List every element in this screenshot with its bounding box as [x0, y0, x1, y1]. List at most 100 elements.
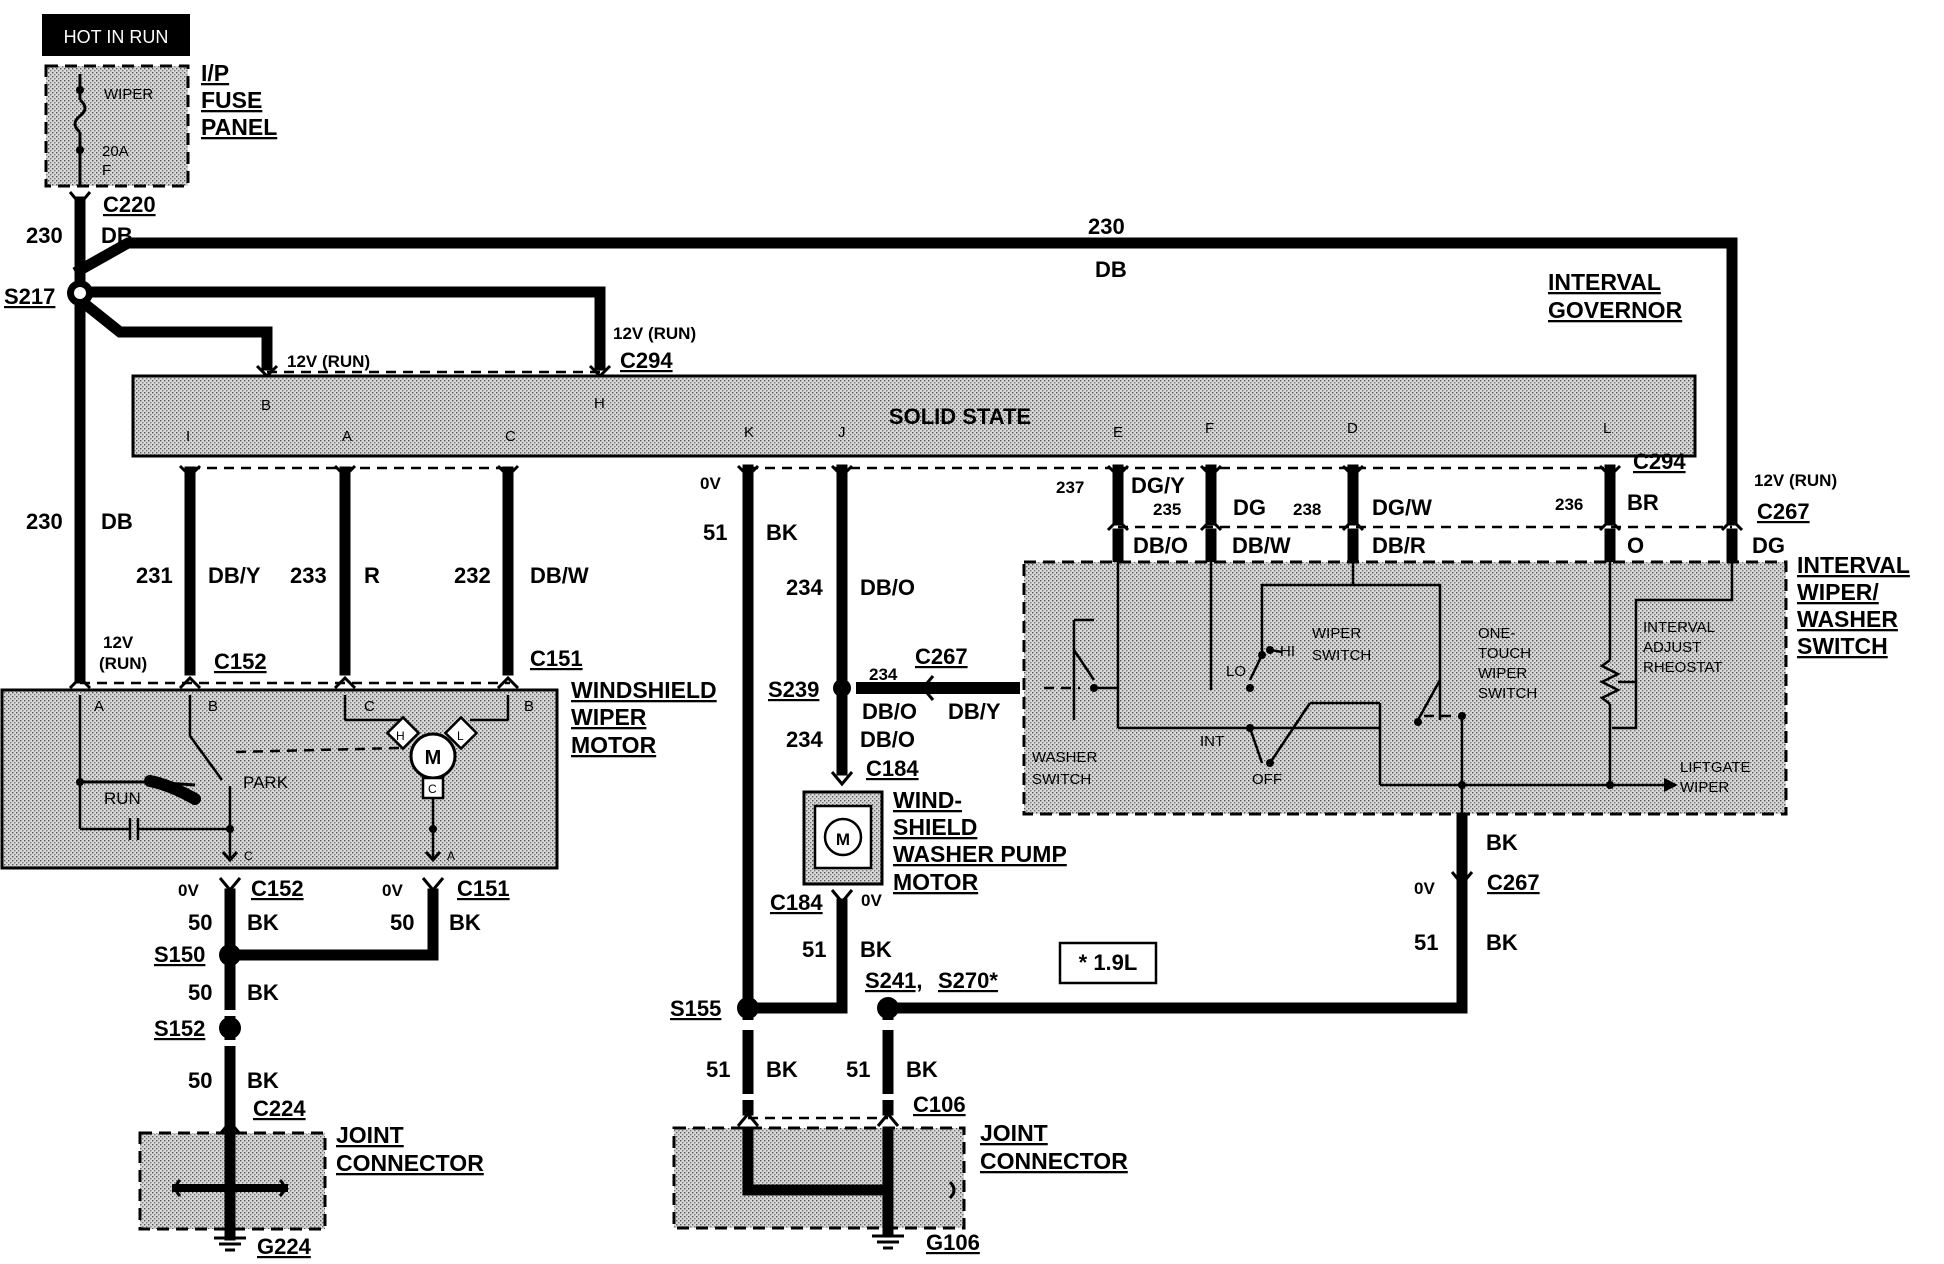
r-label: R [364, 563, 380, 588]
switch-title-3: WASHER [1797, 606, 1898, 632]
w51-label-b: 51 [802, 937, 826, 962]
pin-l: L [1603, 420, 1611, 437]
liftgate-1: LIFTGATE [1680, 759, 1751, 776]
dbo-label-a: DB/O [860, 575, 915, 600]
bk-label-g: BK [766, 1057, 798, 1082]
c267-bottom-label: C267 [1487, 870, 1540, 895]
dgw-label: DG/W [1372, 495, 1432, 520]
joint-center-2: CONNECTOR [980, 1148, 1128, 1174]
rheostat-3: RHEOSTAT [1643, 659, 1722, 676]
wiper-switch-2: SWITCH [1312, 647, 1371, 664]
w231-label: 231 [136, 563, 173, 588]
dby-label-a: DB/Y [208, 563, 261, 588]
wiper-switch-1: WIPER [1312, 625, 1361, 642]
splice-s239 [833, 679, 851, 697]
bk-label-j: BK [1486, 930, 1518, 955]
run-motor: (RUN) [99, 654, 147, 673]
one-touch-1: ONE- [1478, 625, 1516, 642]
motor-m: M [425, 747, 442, 769]
washer-switch-2: SWITCH [1032, 771, 1091, 788]
s241-label: S241, [865, 968, 923, 993]
w232-label: 232 [454, 563, 491, 588]
v12run-h: 12V (RUN) [613, 324, 696, 343]
w230-label-a: 230 [26, 223, 63, 248]
w51-label-a: 51 [703, 520, 727, 545]
pin-c: C [505, 428, 516, 445]
dbr-label: DB/R [1372, 533, 1426, 558]
pin-f: F [1205, 420, 1214, 437]
motor-pin-l: L [457, 729, 464, 743]
pump-title-2: SHIELD [893, 814, 977, 840]
c152-bottom-label: C152 [251, 876, 304, 901]
switch-title-1: INTERVAL [1797, 552, 1910, 578]
c267-mid-label: C267 [915, 644, 968, 669]
motor-pin-a-top: A [94, 698, 104, 715]
v12run-b: 12V (RUN) [287, 352, 370, 371]
liftgate-2: WIPER [1680, 779, 1729, 796]
motor-pin-c-top: C [364, 698, 375, 715]
v0-c267: 0V [1414, 879, 1435, 898]
c151-bottom-label: C151 [457, 876, 510, 901]
park-label: PARK [243, 773, 289, 792]
w233-label: 233 [290, 563, 327, 588]
wires-to-wiper-motor [68, 464, 520, 690]
v12-motor: 12V [103, 633, 134, 652]
pump-m: M [836, 830, 850, 849]
note-box [1058, 941, 1158, 985]
pin-b: B [261, 397, 271, 414]
motor-pin-b-right: B [524, 698, 534, 715]
c220-label: C220 [103, 192, 156, 217]
w238-label: 238 [1293, 500, 1321, 519]
pin-h: H [594, 395, 605, 412]
int-label: INT [1200, 733, 1224, 750]
g106-label: G106 [926, 1230, 980, 1255]
br-label: BR [1627, 490, 1659, 515]
washer-switch-1: WASHER [1032, 749, 1097, 766]
v0-c151: 0V [382, 881, 403, 900]
w51-label-e: 51 [1414, 930, 1438, 955]
joint-center-1: JOINT [980, 1120, 1048, 1146]
lo-label: LO [1226, 663, 1246, 680]
fuse-letter: F [102, 162, 111, 179]
bk-label-c: BK [247, 980, 279, 1005]
bk-label-h: BK [906, 1057, 938, 1082]
w234-label-a: 234 [786, 575, 823, 600]
s152-label: S152 [154, 1016, 205, 1041]
pump-title-4: MOTOR [893, 869, 979, 895]
v0-k: 0V [700, 474, 721, 493]
c152-top-label: C152 [214, 649, 267, 674]
dg-label-a: DG [1233, 495, 1266, 520]
note-text: * 1.9L [1079, 950, 1138, 975]
motor-pin-h: H [396, 729, 405, 743]
switch-wires [1106, 464, 1744, 564]
c294-top-label: C294 [620, 348, 673, 373]
fuse-panel-title-3: PANEL [201, 114, 277, 140]
center-wires [672, 464, 1468, 1250]
w235-label: 235 [1153, 500, 1181, 519]
interval-governor: SOLID STATE B H I A C K J E F D L [131, 364, 1697, 458]
w230-label-b: 230 [26, 509, 63, 534]
w236-label: 236 [1555, 495, 1583, 514]
rheostat-1: INTERVAL [1643, 619, 1715, 636]
dg-label-b: DG [1752, 533, 1785, 558]
v0-pump: 0V [861, 891, 882, 910]
pump-title-3: WASHER PUMP [893, 841, 1067, 867]
db-label-top: DB [1095, 257, 1127, 282]
run-label: RUN [104, 789, 141, 808]
bk-label-b: BK [449, 910, 481, 935]
w234-label-b: 234 [869, 665, 898, 684]
interval-wiper-washer-switch [1022, 560, 1788, 818]
w50-label-a: 50 [188, 910, 212, 935]
dbw-label-a: DB/W [530, 563, 589, 588]
splice-s155 [737, 997, 759, 1019]
o-label: O [1627, 533, 1644, 558]
c184-top-label: C184 [866, 756, 919, 781]
wiper-motor-title-2: WIPER [571, 704, 647, 730]
dby-label-b: DB/Y [948, 699, 1001, 724]
w51-label-c: 51 [706, 1057, 730, 1082]
pump-title-1: WIND- [893, 787, 962, 813]
wiper-motor-title-1: WINDSHIELD [571, 677, 717, 703]
w50-label-d: 50 [188, 1068, 212, 1093]
w237-label: 237 [1056, 478, 1084, 497]
solid-state-label: SOLID STATE [889, 404, 1031, 429]
